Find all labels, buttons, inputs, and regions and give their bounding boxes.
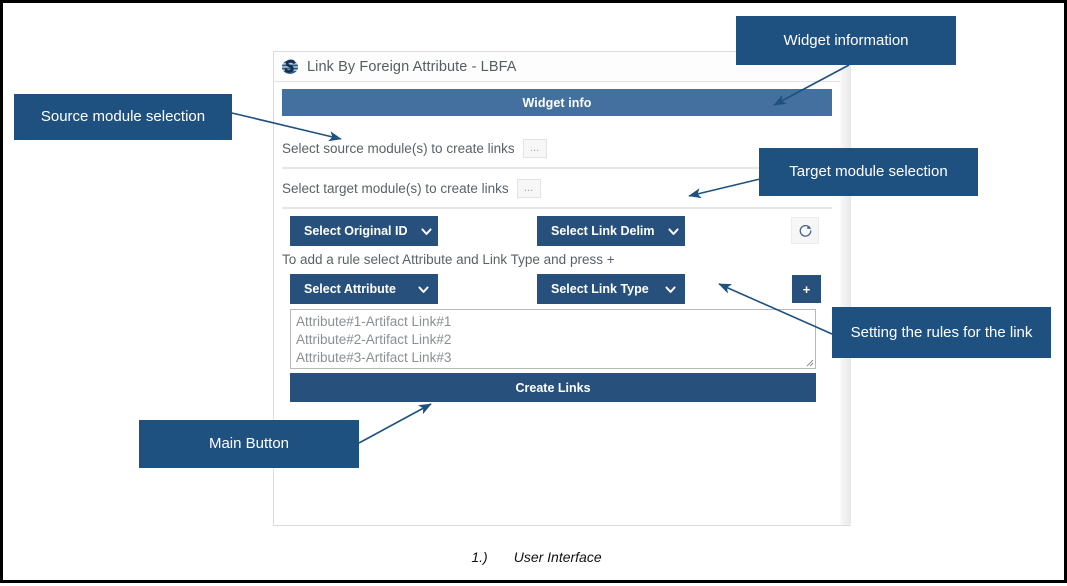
widget-title: Link By Foreign Attribute - LBFA [307, 58, 517, 75]
callout-source-module-selection: Source module selection [14, 94, 232, 140]
figure-caption: 1.) User Interface [3, 549, 1067, 565]
callout-target-module-selection: Target module selection [759, 148, 978, 196]
source-module-row: Select source module(s) to create links … [282, 129, 832, 169]
select-link-delim-label: Select Link Delim [551, 224, 655, 238]
select-link-type-label: Select Link Type [551, 282, 649, 296]
rule-hint-text: To add a rule select Attribute and Link … [282, 252, 615, 267]
widget-body: Widget info Select source module(s) to c… [274, 83, 840, 525]
refresh-button[interactable] [791, 217, 819, 244]
callout-widget-information: Widget information [736, 16, 956, 65]
caption-number: 1.) [471, 549, 488, 565]
select-attribute-dropdown[interactable]: Select Attribute [290, 274, 438, 304]
add-rule-button[interactable]: + [792, 275, 821, 303]
create-links-button[interactable]: Create Links [290, 373, 816, 402]
rule-line: Attribute#2-Artifact Link#2 [296, 332, 452, 347]
chevron-down-icon [418, 285, 429, 293]
select-link-delim-dropdown[interactable]: Select Link Delim [537, 216, 685, 246]
caption-text: User Interface [513, 549, 602, 565]
chevron-down-icon [420, 227, 432, 235]
target-module-row: Select target module(s) to create links … [282, 169, 832, 209]
select-original-id-label: Select Original ID [304, 224, 408, 238]
rules-textarea[interactable]: Attribute#1-Artifact Link#1 Attribute#2-… [290, 309, 816, 369]
widget-info-bar[interactable]: Widget info [282, 89, 832, 116]
id-delim-row: Select Original ID Select Link Delim [282, 216, 832, 248]
resize-grip-icon[interactable] [804, 357, 814, 367]
target-module-browse-button[interactable]: ... [516, 178, 541, 198]
refresh-icon [799, 224, 811, 237]
source-module-browse-button[interactable]: ... [522, 138, 547, 158]
attribute-linktype-row: Select Attribute Select Link Type + [282, 274, 832, 306]
callout-main-button: Main Button [139, 420, 359, 468]
source-module-label: Select source module(s) to create links [282, 140, 515, 156]
select-original-id-dropdown[interactable]: Select Original ID [290, 216, 438, 246]
lbfa-widget-window: Link By Foreign Attribute - LBFA Widget … [273, 51, 851, 526]
chevron-down-icon [667, 227, 679, 235]
chevron-down-icon [665, 285, 676, 293]
callout-setting-the-rules: Setting the rules for the link [832, 307, 1051, 358]
rule-line: Attribute#1-Artifact Link#1 [296, 314, 452, 329]
rule-line: Attribute#3-Artifact Link#3 [296, 350, 452, 365]
s-logo-icon [280, 56, 300, 77]
select-attribute-label: Select Attribute [304, 282, 396, 296]
target-module-label: Select target module(s) to create links [282, 180, 509, 196]
select-link-type-dropdown[interactable]: Select Link Type [537, 274, 685, 304]
